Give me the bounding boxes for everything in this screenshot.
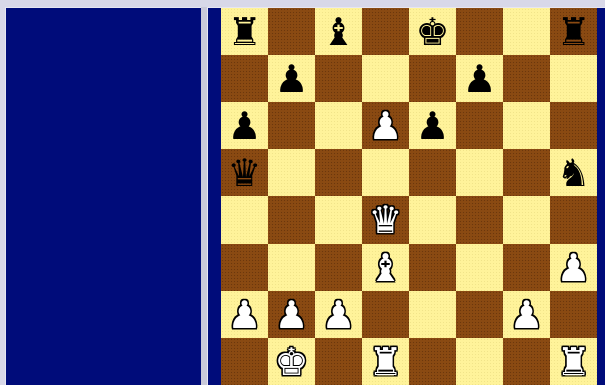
white-king-icon[interactable]: ♚ — [268, 338, 315, 385]
square-b5[interactable] — [268, 149, 315, 196]
square-e3[interactable] — [409, 244, 456, 291]
square-a8[interactable]: ♜ — [221, 8, 268, 55]
white-rook-icon[interactable]: ♜ — [550, 338, 597, 385]
square-g4[interactable] — [503, 196, 550, 244]
square-e2[interactable] — [409, 291, 456, 338]
square-g1[interactable] — [503, 338, 550, 385]
square-g6[interactable] — [503, 102, 550, 149]
square-g5[interactable] — [503, 149, 550, 196]
square-c1[interactable] — [315, 338, 362, 385]
window-top-border — [0, 0, 605, 7]
square-g2[interactable]: ♟ — [503, 291, 550, 338]
square-b6[interactable] — [268, 102, 315, 149]
square-f2[interactable] — [456, 291, 503, 338]
square-c3[interactable] — [315, 244, 362, 291]
square-a7[interactable] — [221, 55, 268, 102]
square-h7[interactable] — [550, 55, 597, 102]
black-pawn-icon[interactable]: ♟ — [409, 102, 456, 150]
square-a2[interactable]: ♟ — [221, 291, 268, 338]
square-h3[interactable]: ♟ — [550, 244, 597, 291]
square-b2[interactable]: ♟ — [268, 291, 315, 338]
white-pawn-icon[interactable]: ♟ — [268, 291, 315, 339]
square-b3[interactable] — [268, 244, 315, 291]
square-h1[interactable]: ♜ — [550, 338, 597, 385]
side-panel — [5, 7, 201, 385]
black-queen-icon[interactable]: ♛ — [221, 149, 268, 197]
square-b4[interactable] — [268, 196, 315, 244]
square-d4[interactable]: ♛ — [362, 196, 409, 244]
square-h4[interactable] — [550, 196, 597, 244]
square-h2[interactable] — [550, 291, 597, 338]
black-rook-icon[interactable]: ♜ — [550, 8, 597, 56]
black-pawn-icon[interactable]: ♟ — [268, 55, 315, 103]
square-a6[interactable]: ♟ — [221, 102, 268, 149]
square-c8[interactable]: ♝ — [315, 8, 362, 55]
square-h6[interactable] — [550, 102, 597, 149]
black-pawn-icon[interactable]: ♟ — [456, 55, 503, 103]
square-c4[interactable] — [315, 196, 362, 244]
black-rook-icon[interactable]: ♜ — [221, 8, 268, 56]
black-bishop-icon[interactable]: ♝ — [315, 8, 362, 56]
square-a4[interactable] — [221, 196, 268, 244]
square-e5[interactable] — [409, 149, 456, 196]
square-d6[interactable]: ♟ — [362, 102, 409, 149]
white-rook-icon[interactable]: ♜ — [362, 338, 409, 385]
square-e1[interactable] — [409, 338, 456, 385]
black-pawn-icon[interactable]: ♟ — [221, 102, 268, 150]
white-pawn-icon[interactable]: ♟ — [221, 291, 268, 339]
square-a3[interactable] — [221, 244, 268, 291]
white-pawn-icon[interactable]: ♟ — [362, 102, 409, 150]
square-f8[interactable] — [456, 8, 503, 55]
square-c5[interactable] — [315, 149, 362, 196]
square-d8[interactable] — [362, 8, 409, 55]
white-pawn-icon[interactable]: ♟ — [315, 291, 362, 339]
square-c6[interactable] — [315, 102, 362, 149]
white-pawn-icon[interactable]: ♟ — [550, 244, 597, 292]
square-g8[interactable] — [503, 8, 550, 55]
square-h8[interactable]: ♜ — [550, 8, 597, 55]
square-d5[interactable] — [362, 149, 409, 196]
square-c2[interactable]: ♟ — [315, 291, 362, 338]
chess-board[interactable]: ♜♝♚♜♟♟♟♟♟♛♞♛♝♟♟♟♟♟♚♜♜ — [221, 8, 597, 385]
square-f3[interactable] — [456, 244, 503, 291]
black-king-icon[interactable]: ♚ — [409, 8, 456, 56]
square-c7[interactable] — [315, 55, 362, 102]
square-e7[interactable] — [409, 55, 456, 102]
square-f7[interactable]: ♟ — [456, 55, 503, 102]
square-f4[interactable] — [456, 196, 503, 244]
square-b1[interactable]: ♚ — [268, 338, 315, 385]
square-f5[interactable] — [456, 149, 503, 196]
square-a5[interactable]: ♛ — [221, 149, 268, 196]
square-a1[interactable] — [221, 338, 268, 385]
square-b7[interactable]: ♟ — [268, 55, 315, 102]
white-queen-icon[interactable]: ♛ — [362, 196, 409, 244]
square-e6[interactable]: ♟ — [409, 102, 456, 149]
square-g3[interactable] — [503, 244, 550, 291]
white-pawn-icon[interactable]: ♟ — [503, 291, 550, 339]
square-f1[interactable] — [456, 338, 503, 385]
square-d1[interactable]: ♜ — [362, 338, 409, 385]
square-d2[interactable] — [362, 291, 409, 338]
square-e4[interactable] — [409, 196, 456, 244]
square-e8[interactable]: ♚ — [409, 8, 456, 55]
square-f6[interactable] — [456, 102, 503, 149]
square-d7[interactable] — [362, 55, 409, 102]
square-g7[interactable] — [503, 55, 550, 102]
square-h5[interactable]: ♞ — [550, 149, 597, 196]
square-b8[interactable] — [268, 8, 315, 55]
white-bishop-icon[interactable]: ♝ — [362, 244, 409, 292]
square-d3[interactable]: ♝ — [362, 244, 409, 291]
black-knight-icon[interactable]: ♞ — [550, 149, 597, 197]
